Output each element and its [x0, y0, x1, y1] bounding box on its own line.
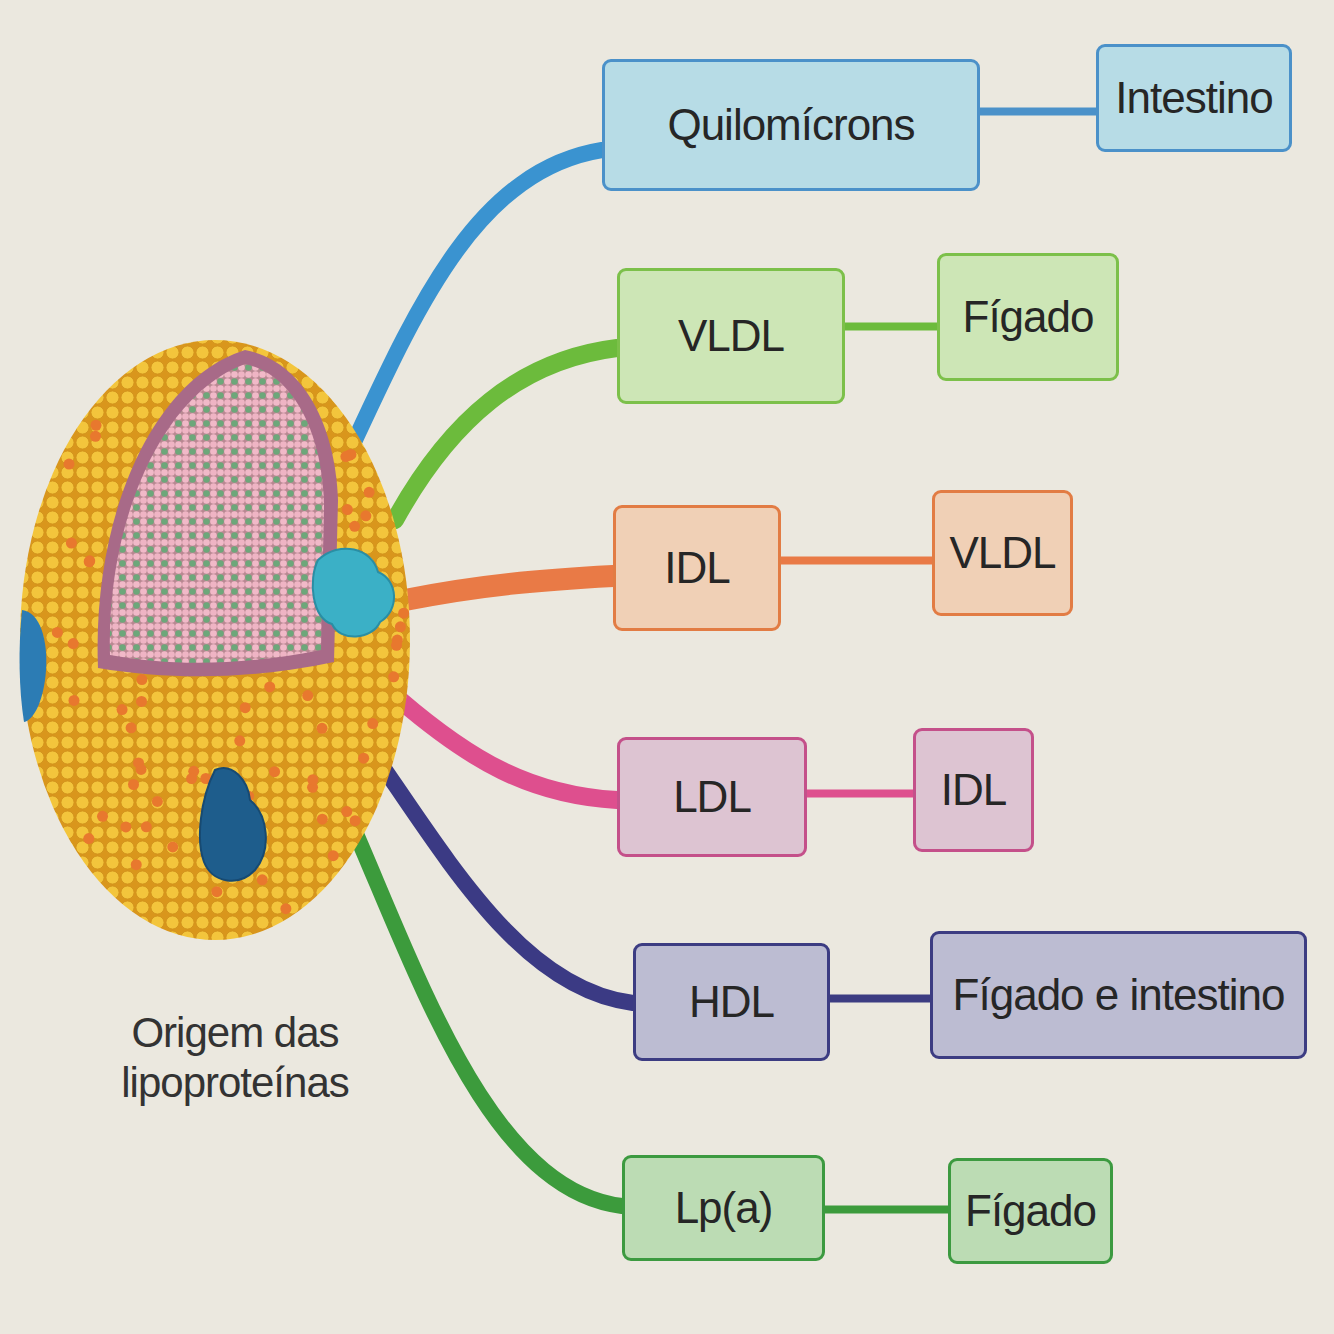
lipoprotein-sphere: [20, 340, 410, 940]
spot: [269, 766, 280, 777]
lipoprotein-box: Intestino: [1096, 44, 1292, 152]
spot: [186, 773, 197, 784]
box-label: Fígado: [963, 293, 1094, 341]
spot: [317, 814, 328, 825]
connector-line: [845, 323, 937, 331]
lipoprotein-box: IDL: [913, 728, 1034, 852]
connector-line: [980, 108, 1096, 116]
connector-line: [807, 790, 913, 798]
illustration-caption: Origem das lipoproteínas: [100, 1008, 370, 1109]
spot: [280, 903, 291, 914]
box-label: VLDL: [678, 312, 784, 360]
spot: [340, 451, 351, 462]
spot: [66, 538, 77, 549]
spot: [317, 723, 328, 734]
box-label: Fígado e intestino: [953, 971, 1285, 1019]
box-label: HDL: [689, 978, 774, 1026]
lipoprotein-box: Fígado e intestino: [930, 931, 1307, 1059]
lipoprotein-box: HDL: [633, 943, 830, 1061]
spot: [131, 859, 142, 870]
spot: [126, 722, 137, 733]
spot: [152, 796, 163, 807]
connector-line: [830, 995, 930, 1003]
spot: [328, 850, 339, 861]
spot: [84, 556, 95, 567]
spot: [90, 431, 101, 442]
spot: [388, 671, 399, 682]
spot: [257, 874, 268, 885]
spot: [91, 420, 102, 431]
spot: [120, 821, 131, 832]
spot: [167, 841, 178, 852]
box-label: IDL: [664, 544, 729, 592]
spot: [68, 695, 79, 706]
spot: [97, 811, 108, 822]
box-label: Lp(a): [675, 1184, 773, 1232]
lipoprotein-box: Lp(a): [622, 1155, 825, 1261]
spot: [391, 640, 402, 651]
box-label: Fígado: [965, 1187, 1096, 1235]
spot: [364, 487, 375, 498]
spot: [68, 638, 79, 649]
spot: [234, 735, 245, 746]
origin-curves: [350, 150, 633, 1206]
spot: [84, 555, 95, 566]
box-label: IDL: [941, 766, 1006, 814]
spot: [349, 521, 360, 532]
lipoprotein-box: Quilomícrons: [602, 59, 980, 191]
box-label: Intestino: [1115, 74, 1272, 122]
spot: [64, 459, 75, 470]
spot: [117, 704, 128, 715]
connector-line: [825, 1206, 948, 1214]
lipoprotein-box: LDL: [617, 737, 807, 857]
box-label: VLDL: [949, 529, 1055, 577]
spot: [128, 779, 139, 790]
spot: [341, 806, 352, 817]
spot: [358, 753, 369, 764]
box-label: LDL: [673, 773, 751, 821]
spot: [398, 608, 409, 619]
spot: [141, 821, 152, 832]
spot: [240, 702, 251, 713]
spot: [136, 764, 147, 775]
spot: [136, 696, 147, 707]
spot: [211, 886, 222, 897]
spot: [350, 815, 361, 826]
lipoprotein-box: IDL: [613, 505, 781, 631]
lipoprotein-box: Fígado: [948, 1158, 1113, 1264]
spot: [136, 674, 147, 685]
lipoprotein-box: VLDL: [932, 490, 1073, 616]
spot: [360, 510, 371, 521]
spot: [395, 621, 406, 632]
lipoprotein-box: Fígado: [937, 253, 1119, 381]
box-label: Quilomícrons: [667, 101, 914, 149]
spot: [83, 833, 94, 844]
spot: [307, 774, 318, 785]
spot: [342, 504, 353, 515]
spot: [52, 627, 63, 638]
spot: [264, 681, 275, 692]
lipoprotein-box: VLDL: [617, 268, 845, 404]
spot: [367, 718, 378, 729]
connector-line: [781, 557, 932, 565]
spot: [302, 690, 313, 701]
